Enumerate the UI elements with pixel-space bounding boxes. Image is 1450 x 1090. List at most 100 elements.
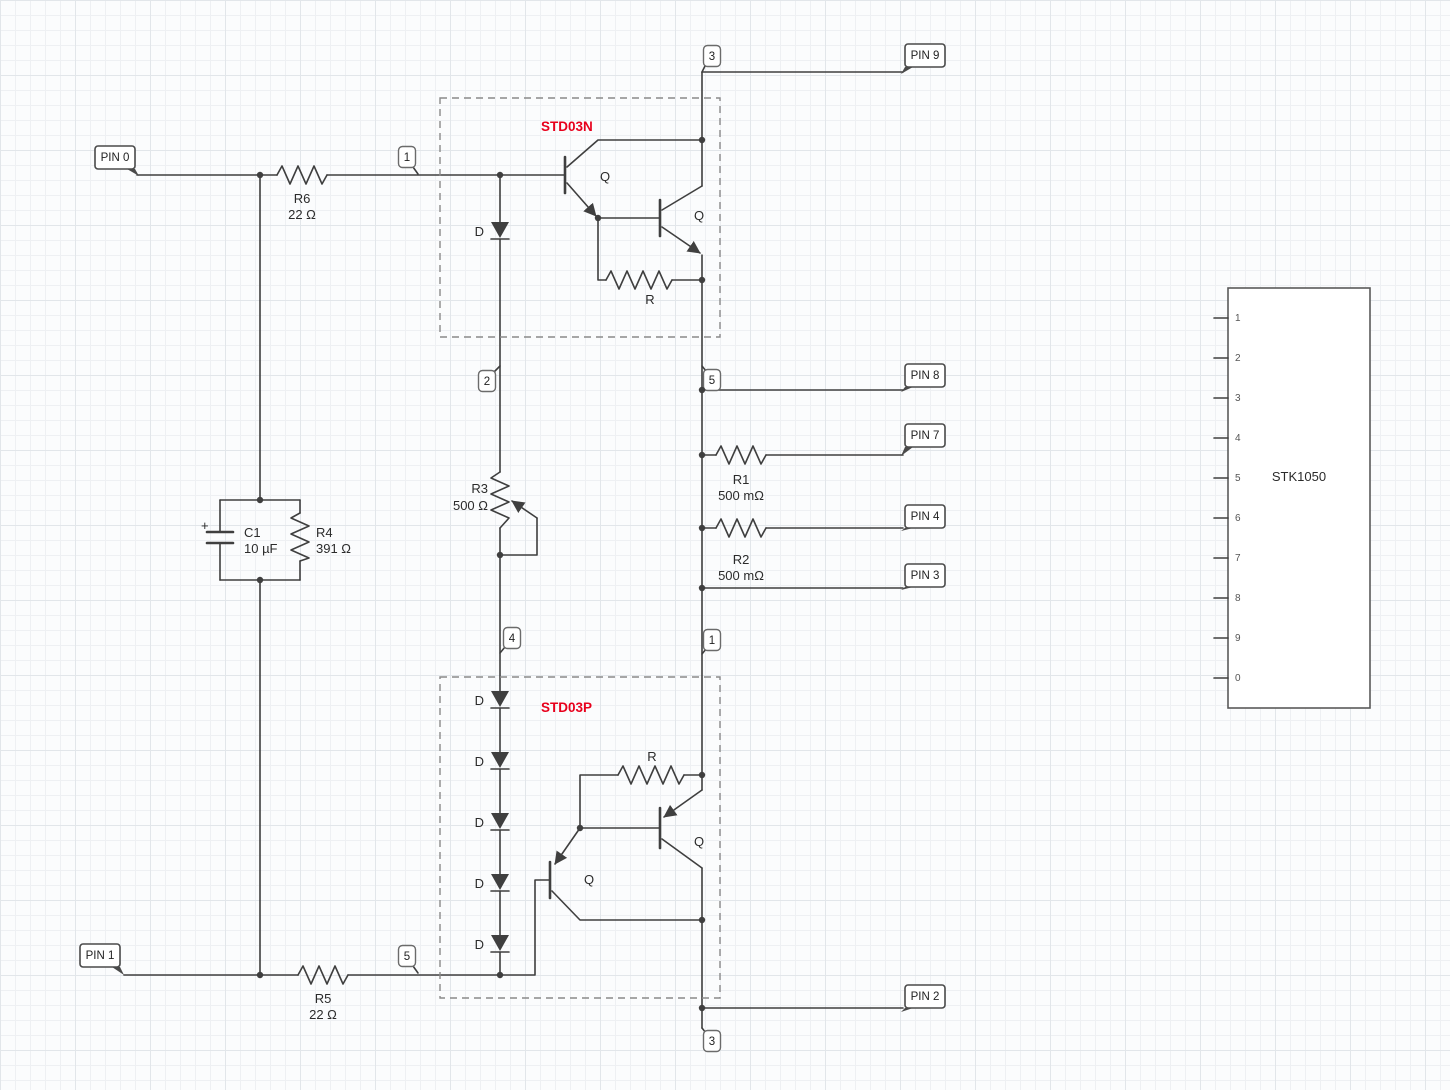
net-tag-1-in[interactable]: 1	[397, 145, 419, 175]
flag-pin4[interactable]: PIN 4	[901, 504, 946, 531]
r2-value: 500 mΩ	[718, 568, 764, 583]
std03p-diode-2[interactable]: D	[475, 752, 510, 770]
flag-pin3-text: PIN 3	[911, 570, 940, 582]
net-tag-3-top[interactable]: 3	[701, 44, 722, 73]
stk1050-pin-9: 9	[1235, 633, 1241, 644]
junction-dot	[594, 214, 602, 222]
r2-ref: R2	[733, 552, 750, 567]
flag-pin7[interactable]: PIN 7	[901, 423, 946, 456]
net-tag-4[interactable]: 4	[499, 626, 522, 654]
junction-dot	[496, 551, 504, 559]
potentiometer-r3[interactable]: R3 500 Ω	[453, 471, 538, 556]
std03p-diode-4[interactable]: D	[475, 874, 510, 892]
flag-pin8[interactable]: PIN 8	[901, 363, 946, 392]
stk1050-pin-0: 0	[1235, 673, 1241, 684]
std03p-diode-1[interactable]: D	[475, 691, 510, 709]
r4-ref: R4	[316, 525, 333, 540]
capacitor-c1[interactable]: + C1 10 µF	[201, 518, 278, 556]
junction-dot	[698, 771, 706, 779]
flag-pin9-text: PIN 9	[911, 50, 940, 62]
junction-dot	[698, 451, 706, 459]
r3-value: 500 Ω	[453, 498, 488, 513]
std03n-resistor-label: R	[645, 292, 654, 307]
module-std03n[interactable]: STD03N D Q Q R	[439, 97, 721, 338]
flag-pin1-text: PIN 1	[86, 950, 115, 962]
net-tag-1-out-text: 1	[709, 635, 715, 647]
resistor-r5[interactable]: R5 22 Ω	[297, 965, 349, 1022]
std03n-diode-label: D	[475, 224, 484, 239]
stk1050-pin-7: 7	[1235, 553, 1241, 564]
flag-pin1[interactable]: PIN 1	[79, 943, 124, 975]
stk1050-pin-1: 1	[1235, 313, 1241, 324]
junction-dot	[496, 971, 504, 979]
resistor-r1[interactable]: R1 500 mΩ	[715, 445, 767, 503]
junction-dot	[256, 971, 264, 979]
r6-ref: R6	[294, 191, 311, 206]
std03p-q2-label: Q	[694, 834, 704, 849]
std03p-diode-4-label: D	[475, 876, 484, 891]
net-tag-5-in[interactable]: 5	[397, 944, 419, 974]
resistor-r6[interactable]: R6 22 Ω	[276, 165, 328, 222]
std03p-diode-5-label: D	[475, 937, 484, 952]
c1-polarity: +	[201, 518, 209, 533]
std03n-boundary[interactable]	[439, 97, 721, 338]
std03n-q1-label: Q	[600, 169, 610, 184]
std03n-resistor[interactable]: R	[597, 217, 703, 307]
std03p-transistor-q2[interactable]: Q	[579, 789, 704, 869]
net-tag-1-out[interactable]: 1	[701, 628, 722, 655]
stk1050-pin-3: 3	[1235, 393, 1241, 404]
module-std03p[interactable]: STD03P D D D D D R	[439, 676, 721, 999]
net-tag-2[interactable]: 2	[477, 365, 501, 393]
junction-dot	[698, 136, 706, 144]
flag-pin3[interactable]: PIN 3	[901, 563, 946, 590]
stk1050-pin-4: 4	[1235, 433, 1241, 444]
flag-pin0-text: PIN 0	[101, 152, 130, 164]
stk1050-pins: 1 2 3 4 5 6 7 8 9 0	[1213, 313, 1241, 684]
std03p-q1-label: Q	[584, 872, 594, 887]
junction-dot	[698, 386, 706, 394]
net-tag-5-out-text: 5	[709, 375, 715, 387]
stk1050-pin-5: 5	[1235, 473, 1241, 484]
std03p-diode-3[interactable]: D	[475, 813, 510, 831]
std03p-resistor-label: R	[647, 749, 656, 764]
flag-pin7-text: PIN 7	[911, 430, 940, 442]
flag-pin2[interactable]: PIN 2	[901, 984, 946, 1012]
junction-dot	[576, 824, 584, 832]
flag-pin2-text: PIN 2	[911, 991, 940, 1003]
net-tag-3-top-text: 3	[709, 51, 715, 63]
r5-ref: R5	[315, 991, 332, 1006]
junction-dot	[698, 1004, 706, 1012]
flag-pin9[interactable]: PIN 9	[901, 43, 946, 74]
std03p-diode-3-label: D	[475, 815, 484, 830]
std03p-diode-5[interactable]: D	[475, 935, 510, 953]
junction-dot	[698, 276, 706, 284]
wire-network[interactable]	[123, 71, 904, 1029]
flag-pin0[interactable]: PIN 0	[94, 145, 139, 176]
stk1050-body[interactable]	[1227, 287, 1371, 709]
net-tag-2-text: 2	[484, 376, 490, 388]
r4-value: 391 Ω	[316, 541, 351, 556]
wire-input-bottom-right[interactable]	[347, 879, 550, 976]
junction-dot	[496, 171, 504, 179]
resistor-r2[interactable]: R2 500 mΩ	[715, 518, 767, 583]
net-tag-3-bottom[interactable]: 3	[701, 1027, 722, 1053]
std03n-q2-label: Q	[694, 208, 704, 223]
junction-dot	[256, 171, 264, 179]
std03n-transistor-q1[interactable]: Q	[563, 139, 703, 217]
std03p-transistor-q1[interactable]: Q	[548, 827, 703, 921]
std03p-resistor[interactable]: R	[579, 749, 703, 829]
ic-stk1050[interactable]: STK1050 1 2 3 4 5 6 7 8 9 0	[1213, 287, 1371, 709]
std03n-transistor-q2[interactable]: Q	[597, 185, 704, 254]
junction-dot	[698, 916, 706, 924]
junction-dot	[256, 576, 264, 584]
std03n-diode[interactable]: D	[475, 222, 510, 240]
net-tag-5-out[interactable]: 5	[701, 365, 722, 392]
junction-dots	[256, 136, 706, 1012]
std03p-label: STD03P	[541, 700, 592, 715]
flag-pin4-text: PIN 4	[911, 511, 940, 523]
stk1050-pin-8: 8	[1235, 593, 1241, 604]
resistor-r4[interactable]: R4 391 Ω	[290, 512, 351, 562]
r5-value: 22 Ω	[309, 1007, 337, 1022]
junction-dot	[256, 496, 264, 504]
